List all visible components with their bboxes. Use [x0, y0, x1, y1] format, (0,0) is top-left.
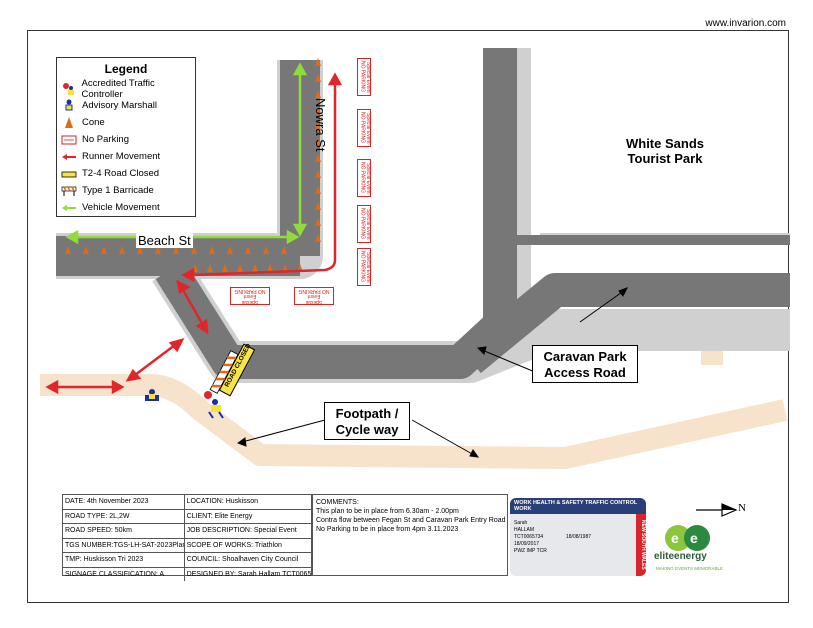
- legend-item: Runner Movement: [57, 148, 195, 165]
- north-label: N: [738, 502, 746, 514]
- cone-icon: [65, 246, 71, 254]
- legend-item: Cone: [57, 114, 195, 131]
- cone-icon: [252, 264, 258, 272]
- runner-arrow-turn: [191, 82, 337, 277]
- legend-item: Vehicle Movement: [57, 199, 195, 216]
- logo-name: eliteenergy: [654, 551, 707, 562]
- advisory-marshall-icon: [145, 389, 159, 401]
- comments-title: COMMENTS:: [316, 499, 359, 506]
- cone-icon: [209, 246, 215, 254]
- legend: Legend Accredited Traffic Controller Adv…: [56, 57, 196, 217]
- cone-icon: [267, 264, 273, 272]
- cone-icon: [119, 246, 125, 254]
- cone-icon: [227, 246, 233, 254]
- svg-text:e: e: [690, 530, 698, 546]
- access-road: [155, 48, 517, 379]
- cones: [65, 58, 321, 272]
- cone-icon: [315, 90, 321, 98]
- street-label-nowra: Nowra St: [313, 98, 328, 152]
- runner-arrow-access: [181, 289, 205, 326]
- cone-icon: [137, 246, 143, 254]
- traffic-controller-icon: [204, 391, 224, 419]
- vehicle-arrow-icon: [61, 201, 77, 215]
- comment-line: No Parking to be in place from 4pm 3.11.…: [316, 526, 459, 533]
- card-state-band: NEW SOUTH WALES: [636, 514, 646, 576]
- comments-box: COMMENTS: This plan to be in place from …: [312, 494, 508, 576]
- cone-icon: [315, 138, 321, 146]
- cone-icon: [207, 264, 213, 272]
- cone-icon: [315, 202, 321, 210]
- legend-item: Advisory Marshall: [57, 97, 195, 114]
- cone-icon: [191, 246, 197, 254]
- cone-icon: [222, 264, 228, 272]
- street-label-beach: Beach St: [136, 233, 193, 248]
- barricade-icon: [61, 184, 77, 198]
- cone-icon: [281, 246, 287, 254]
- cone-icon: [315, 234, 321, 242]
- comment-line: This plan to be in place from 6.30am - 2…: [316, 508, 459, 515]
- cone-icon: [315, 154, 321, 162]
- runner-movement-arrows: [45, 72, 343, 395]
- no-parking-sign-1: Special Event NO PARKING: [357, 58, 371, 96]
- cone-icon: [237, 264, 243, 272]
- callout-pointers: [236, 287, 629, 458]
- cone-icon: [282, 264, 288, 272]
- no-parking-icon: [61, 133, 77, 147]
- traffic-controller-icon: [61, 82, 77, 96]
- cone-icon: [315, 218, 321, 226]
- no-parking-sign-5: Special Event NO PARKING: [357, 248, 371, 286]
- cone-icon: [315, 186, 321, 194]
- runner-arrow-icon: [61, 150, 77, 164]
- website-url: www.invarion.com: [705, 18, 786, 29]
- access-road-east: [459, 273, 790, 374]
- north-arrow-icon: [696, 503, 738, 517]
- runner-arrow-footpath: [134, 344, 176, 376]
- cone-icon: [101, 246, 107, 254]
- cone-icon: [315, 170, 321, 178]
- cone-icon: [315, 122, 321, 130]
- road-closed-sign: [218, 343, 256, 397]
- no-parking-sign-4: Special Event NO PARKING: [357, 205, 371, 243]
- legend-item: Type 1 Barricade: [57, 182, 195, 199]
- callout-footpath: Footpath /Cycle way: [324, 402, 410, 440]
- logo-tagline: MAKING EVENTS MEMORABLE: [656, 566, 724, 571]
- legend-item: No Parking: [57, 131, 195, 148]
- comment-line: Contra flow between Fegan St and Caravan…: [316, 517, 506, 524]
- cone-icon: [155, 246, 161, 254]
- no-parking-sign-3: Special Event NO PARKING: [357, 159, 371, 197]
- cone-icon: [263, 246, 269, 254]
- legend-item: T2-4 Road Closed: [57, 165, 195, 182]
- svg-text:e: e: [671, 530, 679, 546]
- legend-title: Legend: [104, 62, 148, 76]
- card-header: WORK HEALTH & SAFETY TRAFFIC CONTROL WOR…: [510, 498, 646, 514]
- cone-icon: [315, 58, 321, 66]
- cone-icon: [61, 116, 77, 130]
- road-closed-icon: [61, 167, 77, 181]
- cone-icon: [245, 246, 251, 254]
- cone-icon: [83, 246, 89, 254]
- legend-item: Accredited Traffic Controller: [57, 78, 195, 100]
- type1-barricade: [209, 350, 239, 394]
- no-parking-sign-2: Special Event NO PARKING: [357, 109, 371, 147]
- cone-icon: [173, 246, 179, 254]
- cone-icon: [315, 106, 321, 114]
- cone-icon: [315, 74, 321, 82]
- elite-energy-logo-mark: e e: [665, 525, 710, 551]
- licence-card: WORK HEALTH & SAFETY TRAFFIC CONTROL WOR…: [510, 498, 646, 576]
- marshall-icon: [61, 99, 77, 113]
